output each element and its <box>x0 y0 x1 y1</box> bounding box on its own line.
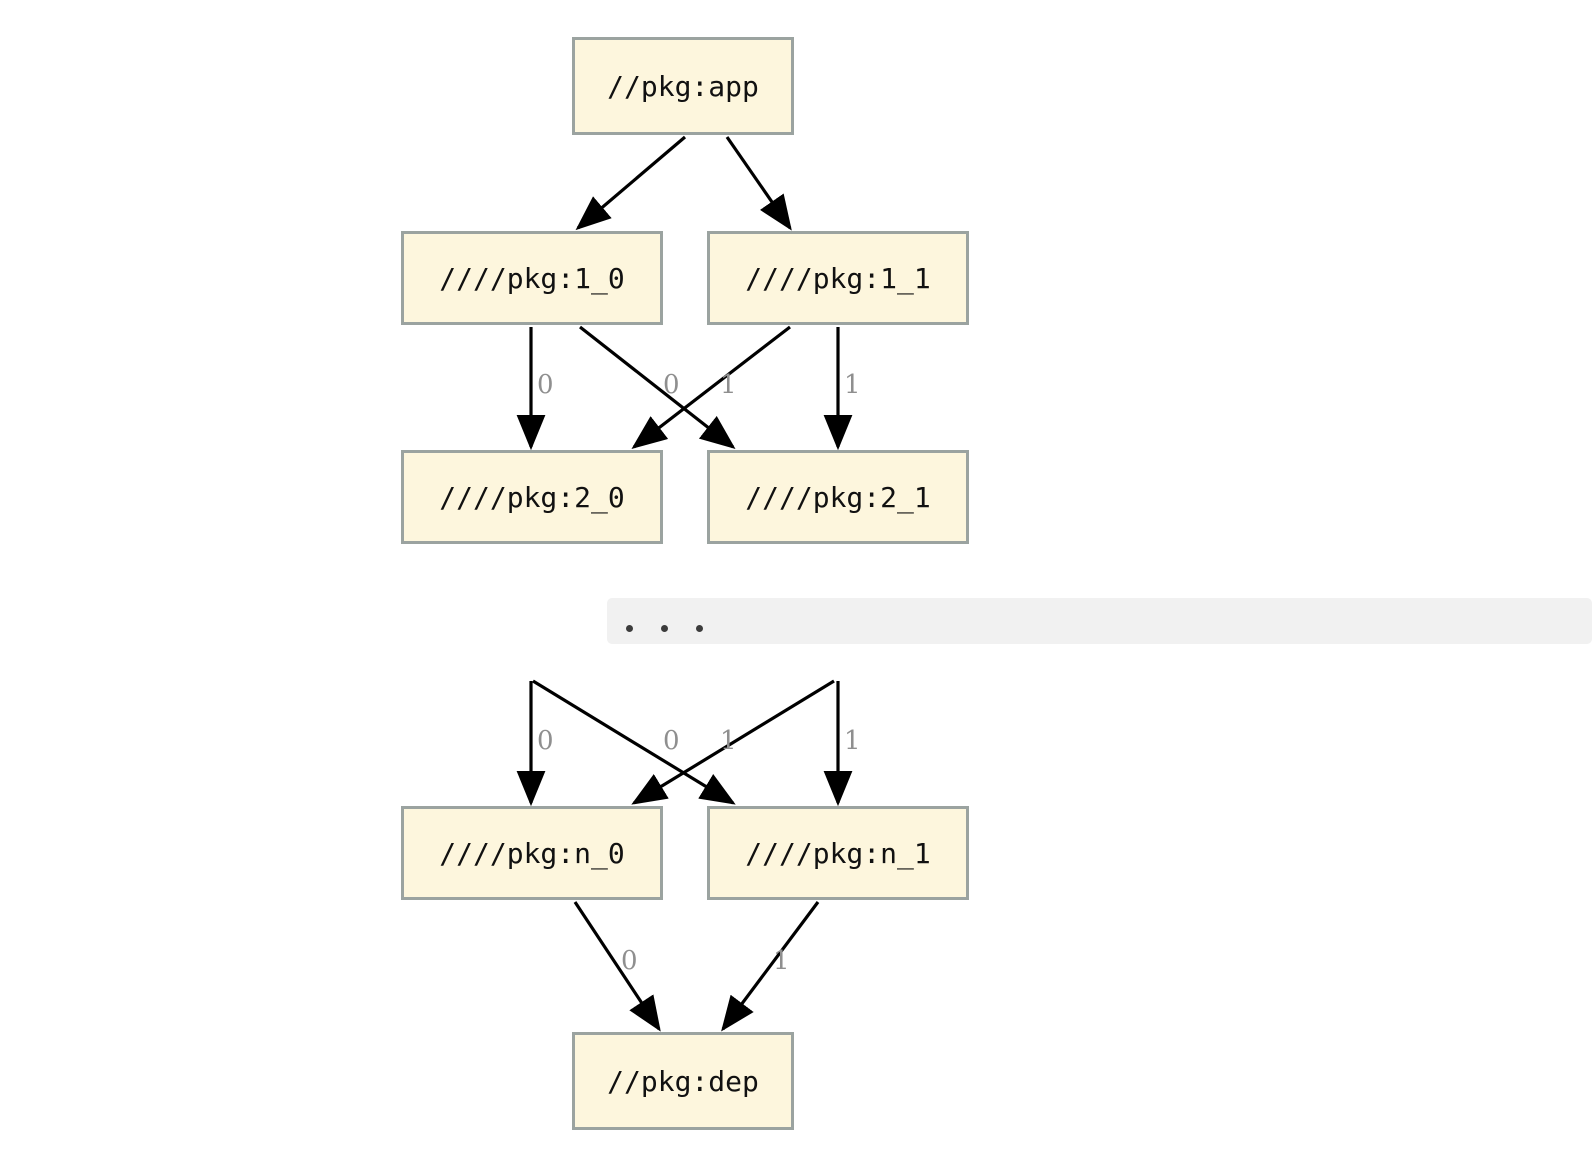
graph-edge-app-1_1 <box>725 136 792 231</box>
graph-node-label: ////pkg:2_0 <box>439 480 625 514</box>
graph-edge-x-n_1 <box>532 679 736 805</box>
ellipsis-dot <box>696 625 703 632</box>
graph-edge-label-1_0-2_0: 0 <box>537 370 554 400</box>
graph-edge-label-1_0-2_1: 0 <box>663 370 680 400</box>
graph-node-n_1[interactable]: ////pkg:n_1 <box>707 806 969 900</box>
collapsed-section-band <box>607 598 1592 644</box>
graph-node-label: ////pkg:1_1 <box>745 261 931 295</box>
ellipsis-dots <box>607 625 703 644</box>
graph-edge-n_1-dep <box>721 901 820 1032</box>
graph-edge-label-n_0-dep: 0 <box>621 946 638 976</box>
graph-node-label: //pkg:dep <box>607 1064 759 1098</box>
graph-node-label: ////pkg:n_1 <box>745 836 931 870</box>
graph-edge-1_0-2_1 <box>579 325 736 449</box>
graph-edge-label-y-n_0: 1 <box>720 726 737 756</box>
graph-edge-label-x-n_0: 0 <box>537 726 554 756</box>
graph-node-app[interactable]: //pkg:app <box>572 37 794 135</box>
graph-node-label: ////pkg:1_0 <box>439 261 625 295</box>
graph-node-dep[interactable]: //pkg:dep <box>572 1032 794 1130</box>
graph-edge-app-1_0 <box>575 135 687 231</box>
ellipsis-dot <box>661 625 668 632</box>
graph-edge-label-1_1-2_0: 1 <box>720 370 737 400</box>
graph-node-1_0[interactable]: ////pkg:1_0 <box>401 231 663 325</box>
graph-node-2_1[interactable]: ////pkg:2_1 <box>707 450 969 544</box>
graph-node-2_0[interactable]: ////pkg:2_0 <box>401 450 663 544</box>
graph-node-label: //pkg:app <box>607 69 759 103</box>
ellipsis-dot <box>626 625 633 632</box>
graph-node-label: ////pkg:2_1 <box>745 480 931 514</box>
graph-edge-label-y-n_1: 1 <box>844 726 861 756</box>
graph-node-1_1[interactable]: ////pkg:1_1 <box>707 231 969 325</box>
graph-edge-n_0-dep <box>573 901 661 1032</box>
graph-edge-label-n_1-dep: 1 <box>773 946 790 976</box>
graph-edge-1_1-2_0 <box>631 325 791 449</box>
graph-node-n_0[interactable]: ////pkg:n_0 <box>401 806 663 900</box>
graph-edge-label-1_1-2_1: 1 <box>844 370 861 400</box>
graph-node-label: ////pkg:n_0 <box>439 836 625 870</box>
graph-edge-label-x-n_1: 0 <box>663 726 680 756</box>
